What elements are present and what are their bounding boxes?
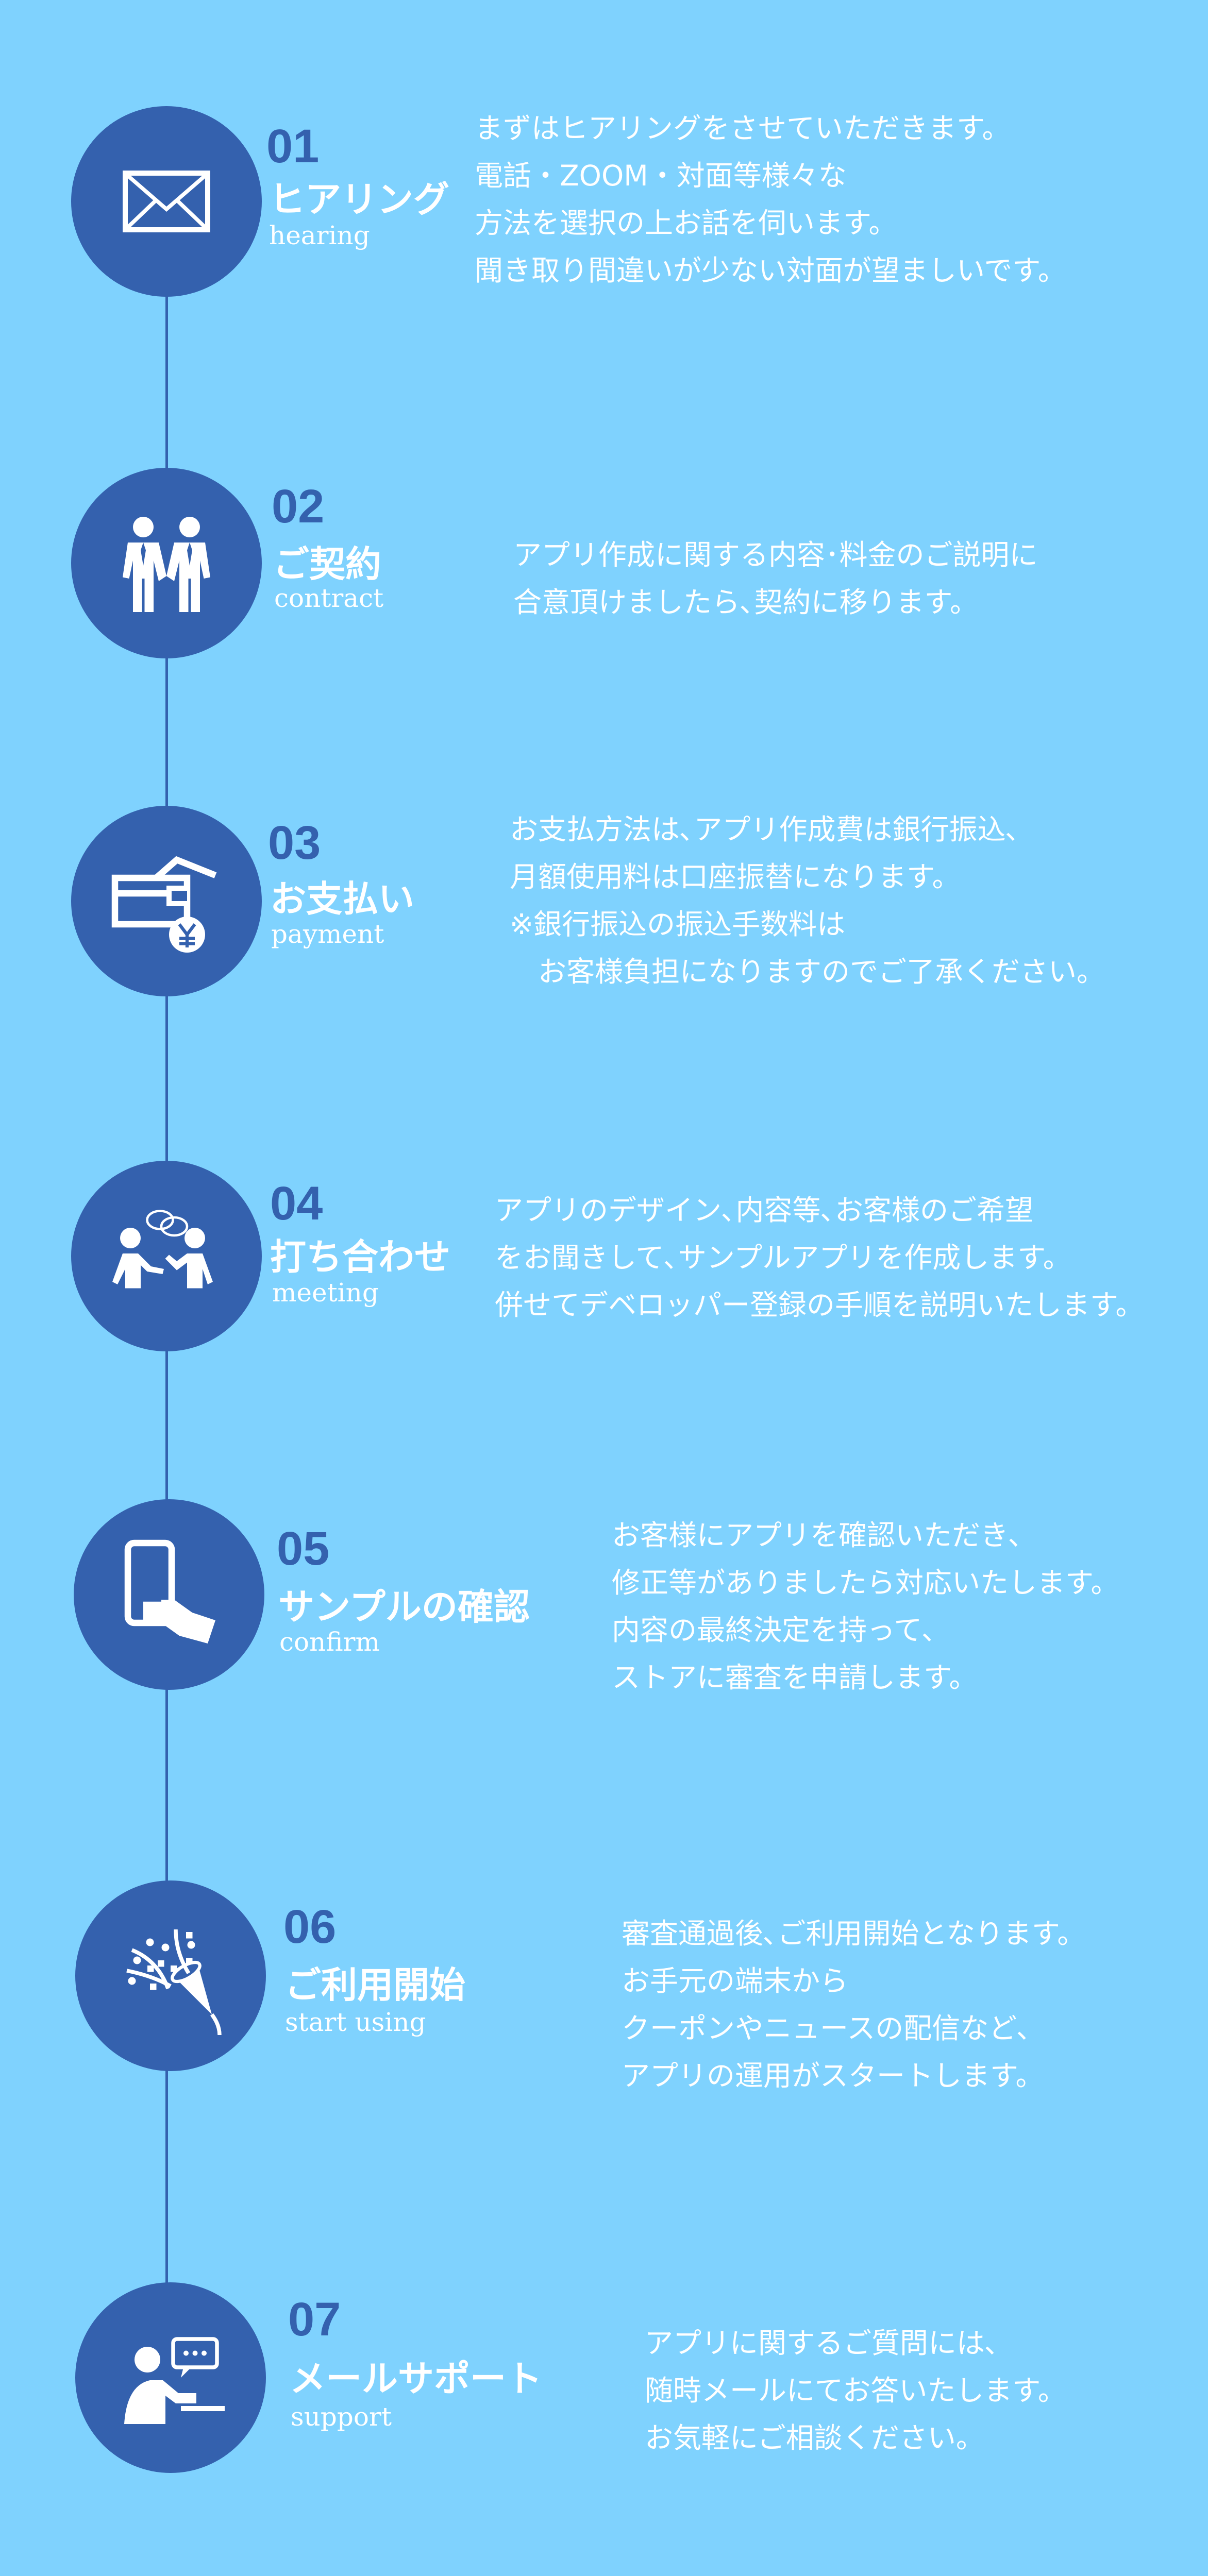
description-line: をお聞きして､サンプルアプリを作成します。 bbox=[495, 1241, 1071, 1274]
step-number: 06 bbox=[283, 1901, 337, 1953]
step-subtitle: meeting bbox=[272, 1278, 379, 1308]
step-description: アプリに関するご質問には､ 随時メールにてお答いたします。 お気軽にご相談くださ… bbox=[645, 2329, 1066, 2471]
step-number: 07 bbox=[288, 2293, 341, 2346]
step-number: 02 bbox=[272, 480, 325, 533]
description-line: アプリの運用がスタートします。 bbox=[622, 2059, 1044, 2092]
description-line: 聞き取り間違いが少ない対面が望ましいです。 bbox=[475, 254, 1066, 287]
step-title: ご利用開始 bbox=[285, 1964, 465, 2006]
description-line: 合意頂けましたら､契約に移ります。 bbox=[513, 586, 979, 619]
step-title: ヒアリング bbox=[269, 178, 449, 221]
step-title: ご契約 bbox=[273, 543, 381, 585]
description-line: ※銀行振込の振込手数料は bbox=[510, 908, 846, 941]
step-subtitle: payment bbox=[271, 919, 384, 949]
step-icon-circle bbox=[71, 1161, 262, 1351]
step-subtitle: confirm bbox=[279, 1627, 380, 1657]
description-line: お客様負担になりますのでご了承ください。 bbox=[510, 955, 1105, 988]
description-line: お支払方法は､アプリ作成費は銀行振込､ bbox=[510, 813, 1020, 846]
description-line: 審査通過後､ご利用開始となります。 bbox=[622, 1917, 1086, 1950]
description-line: クーポンやニュースの配信など､ bbox=[622, 2012, 1031, 2045]
description-line: 方法を選択の上お話を伺います。 bbox=[475, 207, 897, 240]
step-description: アプリ作成に関する内容･料金のご説明に 合意頂けましたら､契約に移ります。 bbox=[513, 541, 1038, 636]
smartphone-hand-icon bbox=[124, 1539, 215, 1643]
description-line: 内容の最終決定を持って､ bbox=[612, 1614, 936, 1647]
step-number: 03 bbox=[268, 817, 321, 869]
step-number: 01 bbox=[266, 120, 320, 173]
step-icon-circle bbox=[75, 2282, 266, 2473]
step-icon-circle bbox=[71, 468, 262, 658]
step-subtitle: start using bbox=[285, 2007, 426, 2037]
step-icon-circle bbox=[75, 1880, 266, 2071]
description-line: まずはヒアリングをさせていただきます。 bbox=[475, 112, 1011, 145]
description-line: 月額使用料は口座振替になります。 bbox=[510, 860, 961, 893]
description-line: お気軽にご相談ください。 bbox=[645, 2421, 984, 2454]
step-description: お支払方法は､アプリ作成費は銀行振込､ 月額使用料は口座振替になります。 ※銀行… bbox=[510, 816, 1105, 1005]
step-icon-circle bbox=[74, 1499, 264, 1690]
step-icon-circle bbox=[71, 806, 262, 996]
envelope-icon bbox=[123, 171, 210, 232]
description-line: アプリのデザイン､内容等､お客様のご希望 bbox=[495, 1194, 1034, 1227]
step-subtitle: contract bbox=[274, 583, 384, 613]
description-line: 併せてデベロッパー登録の手順を説明いたします。 bbox=[495, 1289, 1144, 1321]
step-subtitle: support bbox=[291, 2402, 392, 2432]
description-line: アプリに関するご質問には､ bbox=[645, 2327, 999, 2360]
step-title: お支払い bbox=[270, 878, 414, 920]
step-icon-circle bbox=[71, 106, 262, 297]
description-line: お手元の端末から bbox=[622, 1964, 849, 1997]
step-number: 05 bbox=[277, 1522, 330, 1575]
step-title: メールサポート bbox=[290, 2358, 542, 2400]
step-description: 審査通過後､ご利用開始となります。 お手元の端末から クーポンやニュースの配信な… bbox=[622, 1920, 1085, 2109]
step-number: 04 bbox=[270, 1177, 323, 1230]
description-line: 修正等がありましたら対応いたします。 bbox=[612, 1566, 1119, 1599]
step-title: サンプルの確認 bbox=[278, 1586, 530, 1628]
chat-support-icon bbox=[124, 2337, 225, 2424]
description-line: お客様にアプリを確認いただき､ bbox=[612, 1519, 1023, 1552]
description-line: アプリ作成に関する内容･料金のご説明に bbox=[513, 538, 1038, 571]
description-line: 電話・ZOOM・対面等様々な bbox=[475, 159, 847, 192]
step-description: まずはヒアリングをさせていただきます。 電話・ZOOM・対面等様々な 方法を選択… bbox=[475, 114, 1066, 304]
step-title: 打ち合わせ bbox=[270, 1236, 450, 1278]
step-subtitle: hearing bbox=[269, 221, 370, 250]
description-line: 随時メールにてお答いたします。 bbox=[645, 2374, 1066, 2407]
meeting-people-icon bbox=[112, 1210, 213, 1289]
card-payment-yen-icon bbox=[111, 856, 217, 953]
handshake-people-icon bbox=[123, 517, 210, 612]
step-description: アプリのデザイン､内容等､お客様のご希望 をお聞きして､サンプルアプリを作成しま… bbox=[495, 1196, 1144, 1338]
party-popper-icon bbox=[126, 1929, 222, 2036]
description-line: ストアに審査を申請します。 bbox=[612, 1661, 978, 1694]
step-description: お客様にアプリを確認いただき､ 修正等がありましたら対応いたします。 内容の最終… bbox=[612, 1521, 1119, 1711]
